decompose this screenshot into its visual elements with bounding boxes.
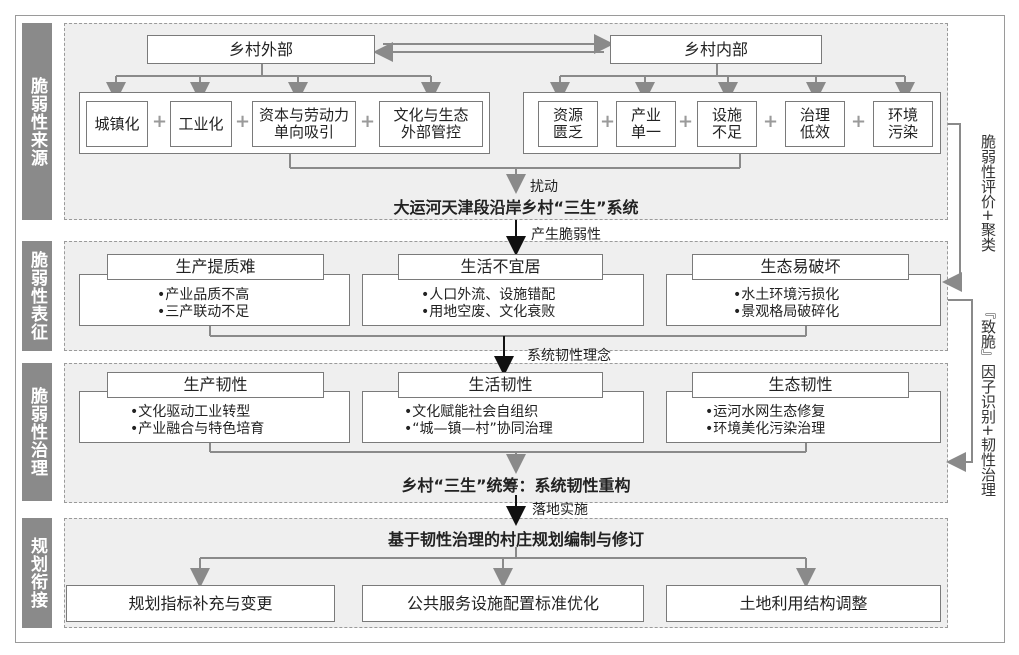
resilience-concept-label: 系统韧性理念	[527, 348, 611, 364]
gov-title-ecology: 生态韧性	[692, 372, 909, 398]
plus-icon: +	[360, 111, 376, 132]
char-group-ecology	[666, 274, 941, 326]
char-bullet: •景观格局破碎化	[733, 304, 840, 320]
char-title-living: 生活不宜居	[398, 254, 603, 280]
produce-label: 产生脆弱性	[531, 227, 601, 243]
char-group-production	[79, 274, 350, 326]
plus-icon: +	[851, 111, 867, 132]
implement-label: 落地实施	[532, 502, 588, 518]
internal-item: 资源匮乏	[538, 101, 598, 147]
internal-item: 环境污染	[873, 101, 933, 147]
external-item: 资本与劳动力单向吸引	[252, 101, 356, 147]
plus-icon: +	[152, 111, 168, 132]
side-label-characterization: 脆弱性表征	[22, 241, 52, 351]
gov-bullet: •环境美化污染治理	[705, 421, 826, 437]
internal-item: 产业单一	[616, 101, 676, 147]
external-title: 乡村外部	[147, 35, 375, 64]
gov-bullet: •“城—镇—村”协同治理	[404, 421, 553, 437]
char-title-ecology: 生态易破坏	[692, 254, 909, 280]
gov-title-production: 生产韧性	[107, 372, 324, 398]
char-title-production: 生产提质难	[107, 254, 324, 280]
char-bullet: •三产联动不足	[157, 304, 250, 320]
internal-item: 治理低效	[785, 101, 845, 147]
gov-bullet: •文化赋能社会自组织	[404, 404, 539, 420]
gov-bullet: •文化驱动工业转型	[130, 404, 251, 420]
right-label-evaluation: 脆弱性评价+聚类	[979, 134, 997, 252]
gov-title-living: 生活韧性	[398, 372, 603, 398]
internal-title: 乡村内部	[610, 35, 822, 64]
right-label-governance: 『致脆』因子识别+韧性治理	[979, 304, 997, 497]
gov-bullet: •运河水网生态修复	[705, 404, 826, 420]
planning-title: 基于韧性治理的村庄规划编制与修订	[387, 530, 644, 549]
internal-item: 设施不足	[697, 101, 757, 147]
disturb-label: 扰动	[530, 179, 558, 195]
char-group-living	[362, 274, 644, 326]
char-bullet: •水土环境污损化	[733, 287, 840, 303]
side-label-source: 脆弱性来源	[22, 23, 52, 220]
char-bullet: •产业品质不高	[157, 287, 250, 303]
char-bullet: •人口外流、设施错配	[421, 287, 556, 303]
gov-group-ecology	[666, 391, 941, 443]
system-title: 大运河天津段沿岸乡村“三生”系统	[393, 198, 639, 217]
plus-icon: +	[600, 111, 616, 132]
planning-item: 土地利用结构调整	[666, 585, 941, 622]
external-item: 文化与生态外部管控	[379, 101, 483, 147]
plus-icon: +	[678, 111, 694, 132]
outer-frame	[15, 15, 1005, 643]
gov-group-living	[362, 391, 644, 443]
plus-icon: +	[763, 111, 779, 132]
external-item: 工业化	[170, 101, 232, 147]
planning-item: 公共服务设施配置标准优化	[362, 585, 644, 622]
governance-title: 乡村“三生”统筹：系统韧性重构	[401, 476, 631, 495]
side-label-governance: 脆弱性治理	[22, 363, 52, 501]
planning-item: 规划指标补充与变更	[66, 585, 335, 622]
gov-bullet: •产业融合与特色培育	[130, 421, 265, 437]
char-bullet: •用地空废、文化衰败	[421, 304, 556, 320]
plus-icon: +	[235, 111, 251, 132]
external-item: 城镇化	[86, 101, 148, 147]
side-label-planning: 规划衔接	[22, 518, 52, 628]
